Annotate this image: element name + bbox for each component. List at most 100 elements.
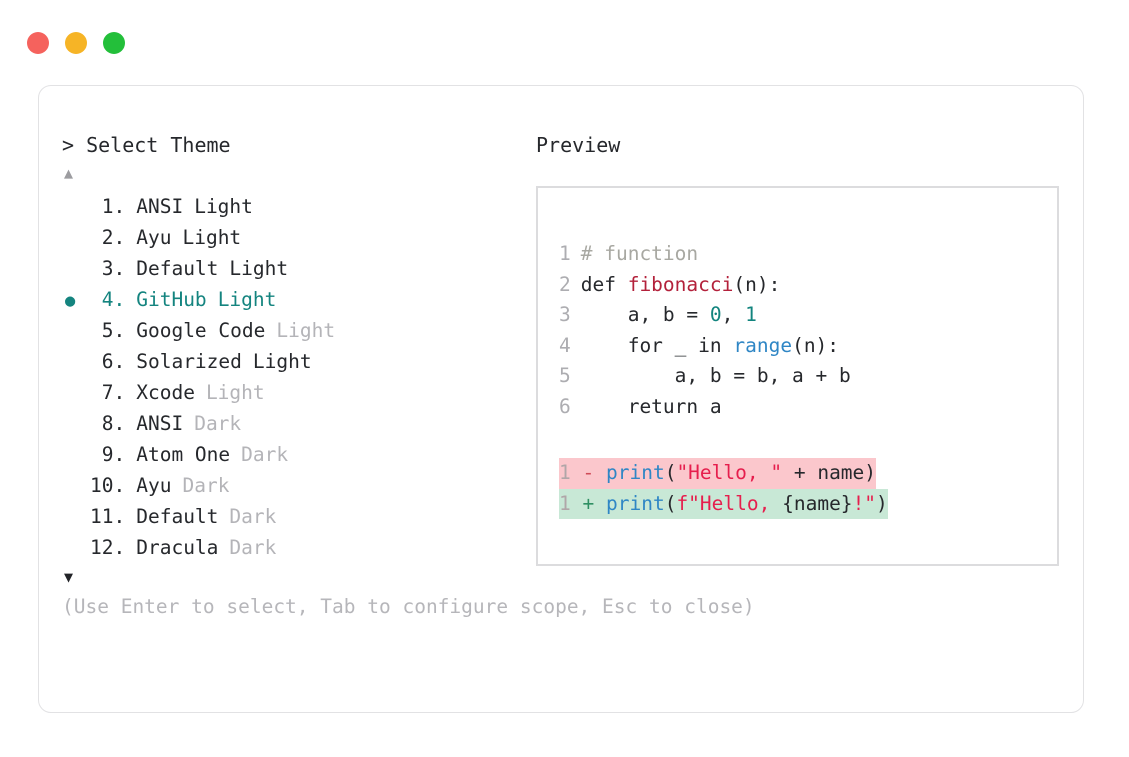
theme-list-item[interactable]: 3. Default Light: [62, 253, 522, 284]
theme-list-item[interactable]: 11. Default Dark: [62, 501, 522, 532]
diff-line-removed: 1 - print("Hello, " + name): [559, 458, 877, 489]
code-token: !": [852, 491, 877, 515]
theme-item-index: 5.: [90, 319, 126, 342]
theme-item-index: 4.: [90, 288, 126, 311]
theme-list-item[interactable]: 2. Ayu Light: [62, 222, 522, 253]
theme-item-name: Atom One: [136, 443, 231, 466]
code-token: f"Hello,: [676, 491, 783, 515]
code-line: 5 a, b = b, a + b: [559, 361, 888, 392]
scroll-down-icon[interactable]: ▼: [64, 568, 74, 586]
code-token: def: [569, 272, 628, 296]
theme-item-name: GitHub: [136, 288, 207, 311]
item-marker-spacer: [62, 193, 90, 224]
code-token: {name}: [782, 491, 853, 515]
preview-label: Preview: [536, 133, 621, 157]
code-token: fibonacci: [627, 272, 734, 296]
theme-item-variant: Light: [276, 319, 336, 342]
diff-marker: -: [570, 461, 606, 484]
code-line: 6 return a: [559, 392, 888, 423]
theme-item-variant: Light: [194, 195, 253, 218]
item-marker-spacer: [62, 472, 90, 503]
code-token: for _ in: [569, 333, 734, 357]
theme-item-variant: Dark: [241, 443, 289, 466]
theme-list-item[interactable]: 5. Google Code Light: [62, 315, 522, 346]
theme-item-name: Ayu: [136, 226, 172, 249]
code-token: (n):: [733, 272, 781, 296]
theme-item-variant: Dark: [229, 505, 277, 528]
code-line: 2 def fibonacci(n):: [559, 270, 888, 301]
selected-bullet-icon: ●: [65, 291, 76, 311]
theme-item-index: 11.: [90, 505, 126, 528]
minimize-button[interactable]: [65, 32, 87, 54]
theme-item-index: 8.: [90, 412, 126, 435]
diff-line-added: 1 + print(f"Hello, {name}!"): [559, 488, 888, 519]
code-token: a, b = b, a + b: [569, 364, 851, 387]
theme-item-variant: Dark: [182, 474, 230, 497]
code-line-number: 2: [559, 272, 571, 296]
code-token: 1: [745, 303, 757, 326]
theme-list-item[interactable]: 8. ANSI Dark: [62, 408, 522, 439]
diff-line-number: 1: [559, 491, 571, 515]
item-marker-spacer: [62, 410, 90, 441]
code-token: ,: [721, 303, 746, 326]
code-token: print: [605, 461, 665, 484]
item-marker-spacer: [62, 441, 90, 472]
code-token: (: [664, 491, 677, 515]
code-token: # function: [569, 242, 699, 265]
maximize-button[interactable]: [103, 32, 125, 54]
scroll-up-icon[interactable]: ▲: [64, 164, 74, 182]
theme-item-name: Default: [136, 505, 219, 528]
theme-item-variant: Dark: [229, 536, 277, 559]
theme-item-name: ANSI: [136, 412, 184, 435]
close-button[interactable]: [27, 32, 49, 54]
theme-item-variant: Light: [229, 257, 289, 280]
theme-item-name: Default: [136, 257, 219, 280]
code-token: return a: [569, 394, 722, 418]
prompt-symbol: >: [62, 133, 87, 157]
theme-item-index: 7.: [90, 381, 126, 404]
code-token: print: [605, 491, 665, 515]
theme-item-index: 2.: [90, 226, 126, 249]
code-token: (: [664, 461, 677, 484]
theme-item-variant: Light: [205, 381, 265, 404]
code-line-number: 4: [559, 333, 571, 357]
page-title: > Select Theme: [62, 132, 522, 158]
theme-list-item[interactable]: 9. Atom One Dark: [62, 439, 522, 470]
item-marker-spacer: [62, 379, 90, 410]
code-line-number: 1: [559, 242, 571, 265]
theme-item-index: 1.: [90, 195, 126, 218]
code-token: ): [876, 491, 888, 515]
code-token: "Hello, ": [676, 461, 783, 484]
window-traffic-lights: [27, 32, 125, 54]
theme-item-variant: Light: [182, 226, 242, 249]
theme-item-name: Solarized: [136, 350, 242, 373]
item-marker-spacer: [62, 317, 90, 348]
code-line: 1 # function: [559, 239, 888, 270]
code-line: 4 for _ in range(n):: [559, 331, 888, 362]
theme-item-index: 9.: [90, 443, 126, 466]
code-token: a, b =: [569, 303, 710, 326]
theme-item-index: 10.: [90, 474, 126, 497]
code-token: (n):: [792, 333, 840, 357]
theme-item-index: 3.: [90, 257, 126, 280]
code-token: + name): [782, 461, 877, 484]
page-title-text: Select Theme: [86, 133, 231, 157]
code-line: 3 a, b = 0, 1: [559, 300, 888, 331]
help-hint-text: (Use Enter to select, Tab to configure s…: [62, 595, 755, 618]
theme-item-variant: Light: [252, 350, 312, 373]
theme-item-name: Google Code: [136, 319, 266, 342]
theme-item-variant: Dark: [194, 412, 242, 435]
item-marker-spacer: [62, 503, 90, 534]
